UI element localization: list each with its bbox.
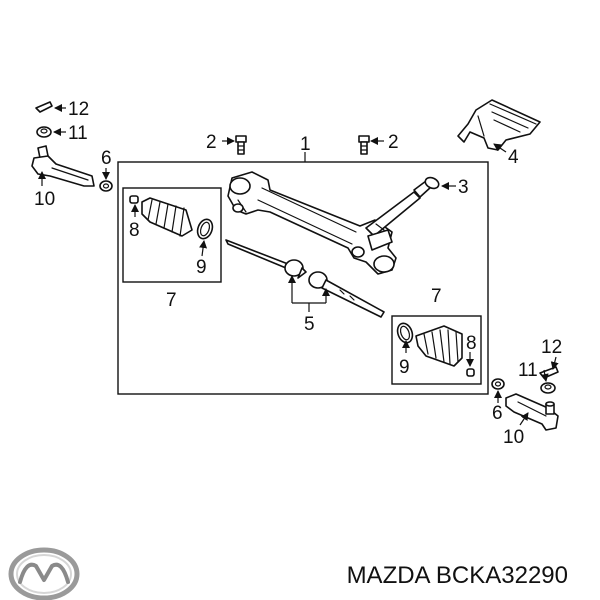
callout-boot-band-right: 9 bbox=[399, 357, 410, 378]
tie-rod-end-right bbox=[505, 393, 559, 431]
mounting-bracket bbox=[457, 99, 541, 151]
part-number-caption: MAZDA BCKA32290 bbox=[347, 562, 568, 589]
callout-bracket: 4 bbox=[508, 147, 519, 168]
tie-rod-end-left bbox=[31, 145, 95, 187]
boot-band-right-inner bbox=[399, 325, 411, 341]
boot-left bbox=[141, 197, 193, 237]
callout-castle-nut-left: 11 bbox=[68, 123, 88, 144]
cotter-pin-left bbox=[35, 101, 53, 113]
boot-right bbox=[415, 325, 463, 367]
boot-clip-right bbox=[466, 368, 475, 377]
clamp-ring bbox=[424, 176, 440, 190]
castle-nut-right bbox=[540, 382, 556, 394]
callout-nut-right: 6 bbox=[492, 403, 503, 424]
inner-tie-rod-left bbox=[225, 239, 307, 279]
callout-rack-assembly: 1 bbox=[300, 134, 311, 155]
callout-castle-nut-right: 11 bbox=[518, 360, 538, 381]
steering-rack-housing bbox=[227, 171, 432, 275]
inner-tie-rod-right bbox=[308, 271, 385, 318]
bolt-right bbox=[358, 135, 370, 155]
callout-boot-clip-left: 8 bbox=[129, 220, 140, 241]
callout-tie-rod: 5 bbox=[304, 314, 315, 335]
boot-band-left-inner bbox=[199, 221, 211, 237]
boot-kit-left-frame bbox=[122, 187, 222, 283]
bolt-left bbox=[235, 135, 247, 155]
callout-clamp: 3 bbox=[458, 177, 469, 198]
callout-cotter-pin-left: 12 bbox=[68, 99, 89, 120]
callout-tie-rod-end-left: 10 bbox=[34, 189, 55, 210]
callout-boot-band-left: 9 bbox=[196, 257, 207, 278]
nut-left bbox=[99, 180, 113, 192]
boot-kit-right-frame bbox=[391, 315, 482, 385]
callout-boot-kit-right: 7 bbox=[431, 286, 442, 307]
callout-boot-kit-left: 7 bbox=[166, 290, 177, 311]
callout-nut-left: 6 bbox=[101, 148, 112, 169]
nut-right bbox=[491, 378, 505, 390]
boot-band-left bbox=[196, 218, 214, 240]
boot-band-right bbox=[396, 322, 414, 344]
callout-bolt-left: 2 bbox=[206, 132, 217, 153]
callout-tie-rod-end-right: 10 bbox=[503, 427, 524, 448]
castle-nut-left bbox=[36, 126, 52, 138]
cotter-pin-right bbox=[539, 366, 559, 379]
mazda-logo bbox=[8, 547, 80, 600]
rack-assembly-frame bbox=[117, 161, 489, 395]
callout-boot-clip-right: 8 bbox=[466, 333, 477, 354]
boot-clip-left bbox=[129, 195, 139, 204]
callout-cotter-pin-right: 12 bbox=[541, 337, 562, 358]
callout-bolt-right: 2 bbox=[388, 132, 399, 153]
